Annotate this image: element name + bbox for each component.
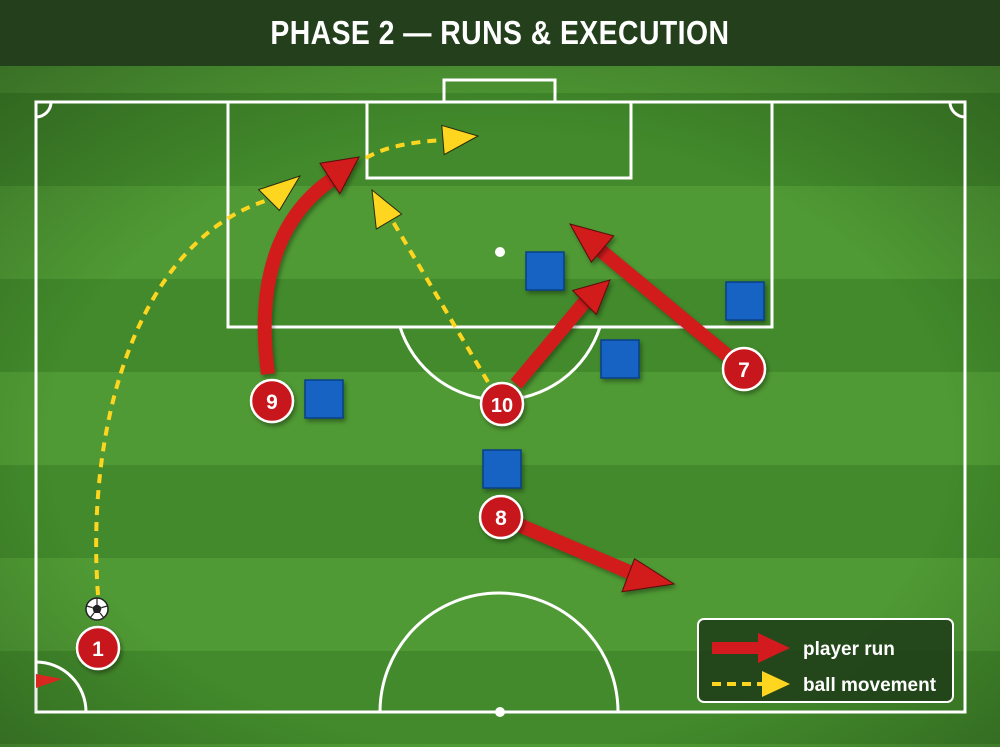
corner-arc-tr (948, 101, 966, 119)
corner-arc-bl (35, 660, 88, 713)
player-10: 10 (479, 381, 525, 427)
page-title: PHASE 2 — RUNS & EXECUTION (270, 14, 730, 51)
player-number: 7 (738, 359, 750, 382)
defender-marker (600, 339, 640, 379)
ball-path-head-layoff (371, 188, 403, 230)
defender-marker (482, 449, 522, 489)
center-circle (378, 591, 620, 713)
ball-path-head-cross (257, 175, 302, 212)
goal (442, 78, 557, 104)
ball-path-shot (364, 138, 443, 160)
run-7 (595, 244, 733, 362)
player-7: 7 (721, 346, 767, 392)
penalty-spot (495, 247, 505, 257)
corner-flag-icon (35, 674, 62, 712)
run-8 (516, 518, 637, 581)
run-9 (257, 172, 338, 375)
player-9: 9 (249, 378, 295, 424)
legend-run-icon (712, 633, 790, 663)
player-1: 1 (75, 625, 121, 671)
player-runs (257, 172, 733, 581)
run-head-10 (571, 279, 611, 316)
ball-paths (94, 138, 490, 596)
legend-ball-movement-label: ball movement (803, 675, 937, 696)
player-number: 9 (266, 391, 278, 414)
title-bar: PHASE 2 — RUNS & EXECUTION (0, 0, 1000, 66)
run-head-8 (621, 557, 676, 593)
player-8: 8 (478, 494, 524, 540)
legend: player run ball movement (697, 618, 954, 703)
player-number: 8 (495, 507, 507, 530)
ball-path-heads (257, 124, 480, 230)
player-number: 10 (491, 395, 513, 417)
defender-marker (725, 281, 765, 321)
legend-ball-icon (712, 671, 790, 697)
defender-marker (525, 251, 565, 291)
ball-path-head-shot (441, 124, 480, 156)
center-spot (495, 707, 505, 717)
defenders (304, 251, 765, 489)
pitch-markings (34, 78, 967, 714)
corner-arc-tl (35, 101, 53, 119)
ball-icon (85, 597, 109, 621)
player-number: 1 (92, 638, 104, 661)
run-head-9 (319, 156, 360, 195)
run-heads (319, 156, 676, 593)
defender-marker (304, 379, 344, 419)
run-head-7 (568, 223, 615, 263)
run-10 (510, 293, 594, 389)
ball-path-cross (94, 198, 269, 596)
legend-player-run-label: player run (803, 639, 895, 660)
